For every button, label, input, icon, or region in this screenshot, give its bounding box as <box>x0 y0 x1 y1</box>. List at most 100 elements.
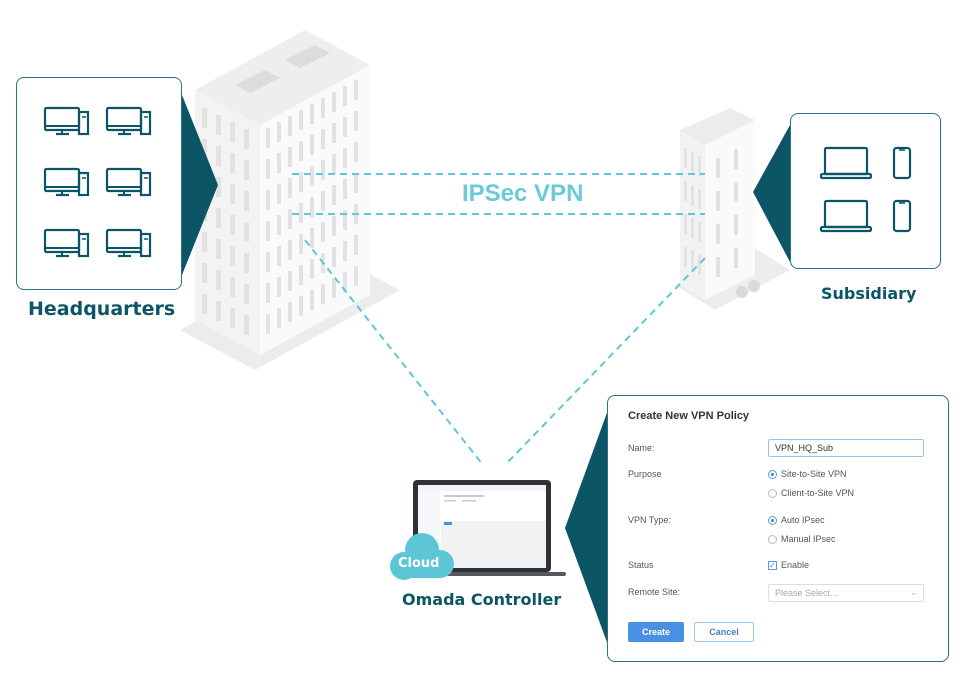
building-window <box>266 190 270 210</box>
remote-site-label: Remote Site: <box>628 587 681 597</box>
building-window <box>332 216 336 236</box>
building-window <box>310 166 314 186</box>
building-window <box>244 160 249 180</box>
building-window <box>332 185 336 205</box>
cloud-badge <box>390 533 454 580</box>
hq-panel-pointer <box>180 90 218 280</box>
building-window <box>277 277 281 297</box>
headquarters-building <box>180 30 400 370</box>
create-vpn-policy-panel: Create New VPN Policy Name: VPN_HQ_Sub P… <box>607 395 949 662</box>
building-window <box>698 255 701 275</box>
radio-unselected-icon[interactable] <box>768 488 777 498</box>
building-window <box>216 146 221 166</box>
building-window <box>216 208 221 228</box>
building-window <box>230 184 235 204</box>
building-window <box>266 221 270 241</box>
building-window <box>310 135 314 155</box>
building-window <box>288 178 292 198</box>
building-window <box>216 270 221 290</box>
building-window <box>698 222 701 242</box>
building-window <box>299 265 303 285</box>
building-window <box>266 159 270 179</box>
building-window <box>299 141 303 161</box>
building-window <box>299 110 303 130</box>
building-window <box>266 283 270 303</box>
vpn-type-option-manual-ipsec[interactable]: Manual IPsec <box>768 534 836 544</box>
building-window <box>321 284 325 304</box>
building-window <box>216 239 221 259</box>
hq-device-grid <box>43 106 155 265</box>
building-window <box>299 296 303 316</box>
building-window <box>266 128 270 148</box>
building-window <box>216 177 221 197</box>
building-window <box>691 152 694 172</box>
building-window <box>332 154 336 174</box>
vpn-type-option-auto-ipsec[interactable]: Auto IPsec <box>768 515 825 525</box>
building-window <box>244 129 249 149</box>
status-enable-checkbox[interactable]: ✓ Enable <box>768 560 809 570</box>
status-enable-label: Enable <box>781 560 810 570</box>
building-window <box>299 172 303 192</box>
building-window <box>734 149 738 169</box>
cancel-button[interactable]: Cancel <box>694 622 754 642</box>
vpn-type-option-label: Auto IPsec <box>781 515 825 525</box>
building-window <box>202 108 207 128</box>
smartphone-icon <box>891 199 913 238</box>
desktop-computer-icon <box>105 228 155 265</box>
building-window <box>230 153 235 173</box>
name-input[interactable]: VPN_HQ_Sub <box>768 439 924 457</box>
building-window <box>684 214 687 234</box>
subsidiary-device-panel <box>790 113 941 269</box>
headquarters-label: Headquarters <box>28 298 176 320</box>
building-window <box>354 235 358 255</box>
building-window <box>288 147 292 167</box>
building-window <box>734 182 738 202</box>
building-window <box>266 314 270 334</box>
building-window <box>343 117 347 137</box>
building-window <box>332 278 336 298</box>
building-window <box>691 251 694 271</box>
building-window <box>277 184 281 204</box>
subsidiary-label: Subsidiary <box>821 284 917 303</box>
building-window <box>310 228 314 248</box>
smartphone-icon <box>891 146 913 185</box>
laptop-icon <box>819 146 873 185</box>
building-window <box>244 222 249 242</box>
radio-selected-icon[interactable] <box>768 469 777 479</box>
building-window <box>684 148 687 168</box>
omada-controller-label: Omada Controller <box>402 590 562 609</box>
form-title: Create New VPN Policy <box>628 410 750 422</box>
laptop-illustration <box>404 480 566 576</box>
building-window <box>299 234 303 254</box>
building-window <box>691 218 694 238</box>
building-window <box>244 315 249 335</box>
building-window <box>321 160 325 180</box>
building-window <box>698 189 701 209</box>
building-window <box>230 308 235 328</box>
name-label: Name: <box>628 443 655 453</box>
building-window <box>310 197 314 217</box>
create-button[interactable]: Create <box>628 622 684 642</box>
checkbox-checked-icon[interactable]: ✓ <box>768 560 777 570</box>
ipsec-vpn-label: IPSec VPN <box>462 180 584 207</box>
building-window <box>266 252 270 272</box>
building-window <box>716 224 720 244</box>
vpn-tunnel-lines <box>292 173 706 466</box>
building-window <box>288 240 292 260</box>
building-window <box>332 247 336 267</box>
building-window <box>288 116 292 136</box>
radio-selected-icon[interactable] <box>768 515 777 525</box>
cloud-badge-label: Cloud <box>398 556 440 571</box>
building-window <box>343 210 347 230</box>
purpose-option-client-to-site[interactable]: Client-to-Site VPN <box>768 488 854 498</box>
remote-site-select[interactable]: Please Select... ⌄ <box>768 584 924 602</box>
radio-unselected-icon[interactable] <box>768 534 777 544</box>
building-window <box>277 122 281 142</box>
purpose-option-site-to-site[interactable]: Site-to-Site VPN <box>768 469 847 479</box>
building-window <box>684 181 687 201</box>
building-window <box>230 277 235 297</box>
subsidiary-device-grid <box>819 146 913 238</box>
desktop-computer-icon <box>43 228 93 265</box>
controller-panel-pointer <box>565 410 608 645</box>
building-window <box>734 215 738 235</box>
